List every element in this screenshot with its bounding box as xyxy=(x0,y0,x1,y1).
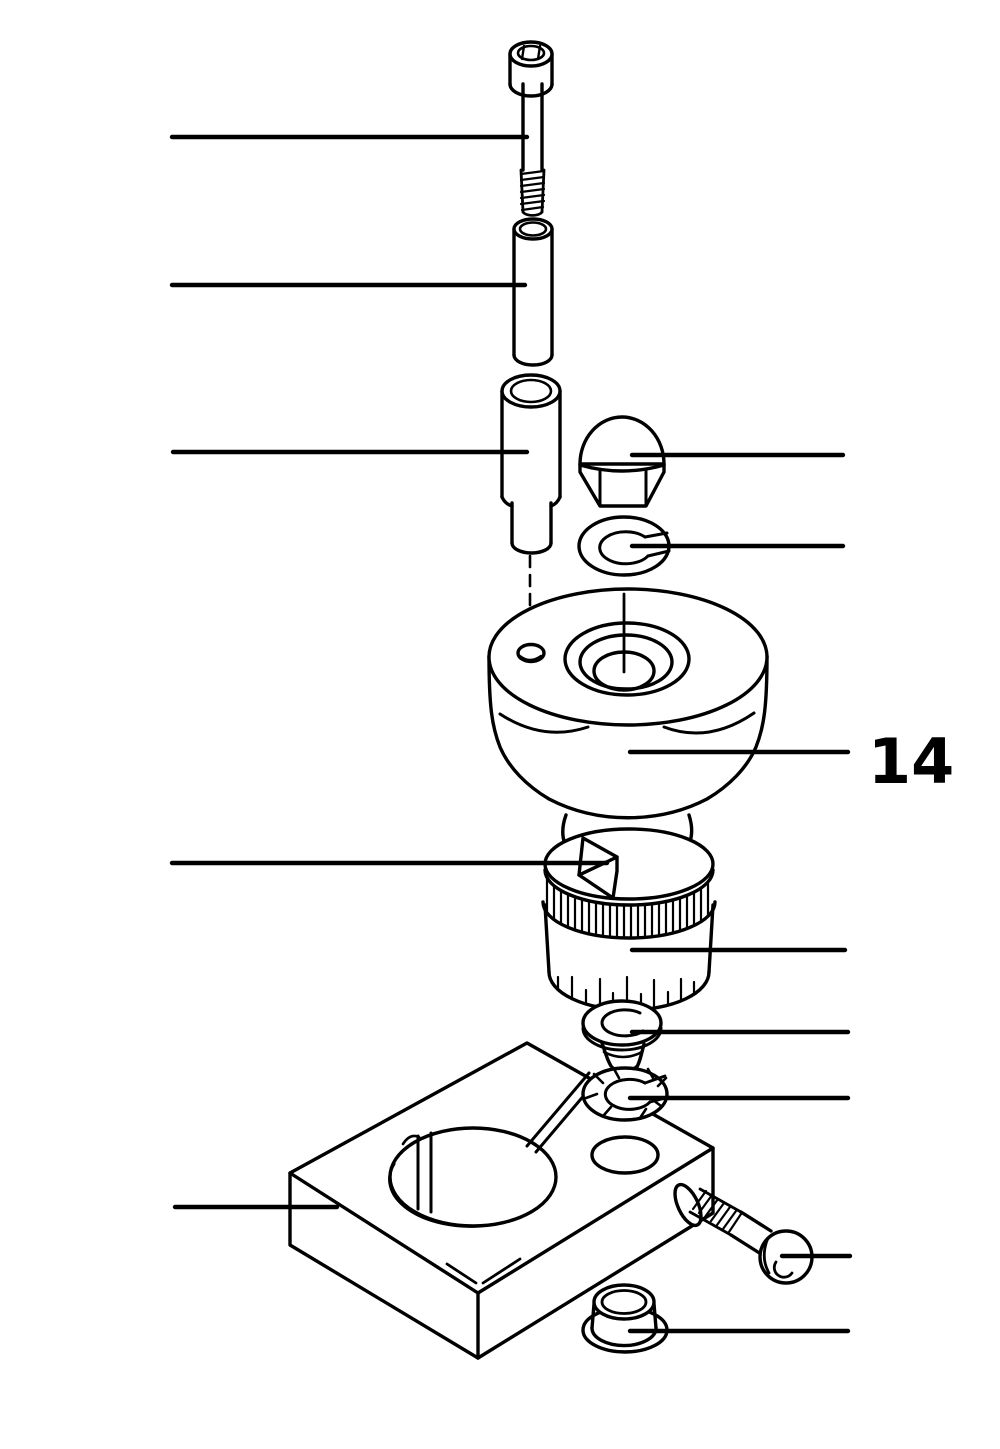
knurled-adjustment-knob-icon xyxy=(541,827,717,1013)
direction-arrow-icon xyxy=(577,836,619,877)
socket-head-cap-screw-icon xyxy=(508,40,554,217)
side-bolt-icon xyxy=(673,1182,814,1285)
pulley-drum-icon xyxy=(487,587,769,858)
part-number-label: 14 xyxy=(868,725,954,798)
small-oval-hole xyxy=(590,1135,660,1175)
knurling xyxy=(545,875,710,940)
teeth xyxy=(584,1067,668,1120)
acorn-cap-nut-icon xyxy=(578,415,666,508)
spacer-sleeve-icon xyxy=(512,217,554,367)
mounting-block-icon xyxy=(288,1041,715,1360)
leader-lines xyxy=(169,134,853,1334)
pin-hole xyxy=(516,642,546,664)
tooth-lock-washer-icon xyxy=(581,1066,671,1122)
flanged-cap-icon xyxy=(581,1283,669,1354)
cup-washer-icon xyxy=(581,999,663,1072)
stepped-guide-sleeve-icon xyxy=(500,373,562,648)
